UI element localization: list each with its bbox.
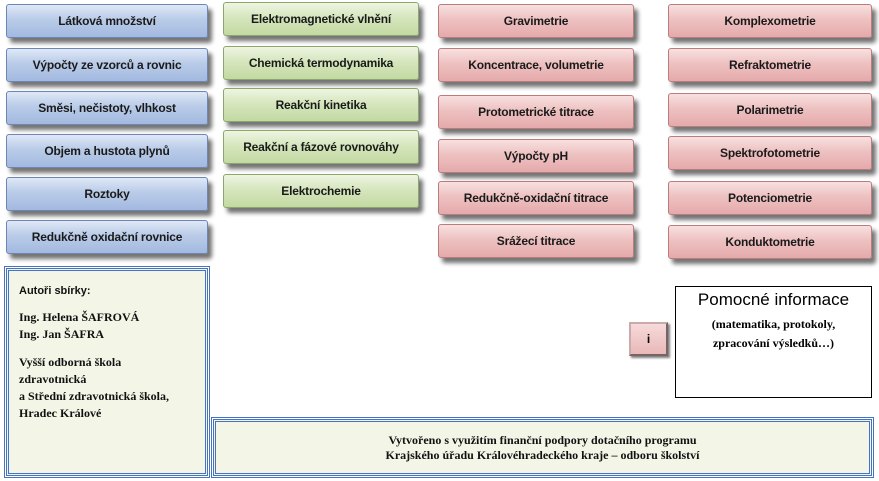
btn-latkova-mnozstvi[interactable]: Látková množství xyxy=(6,4,208,38)
btn-vypocty-ze-vzorcu[interactable]: Výpočty ze vzorců a rovnic xyxy=(6,48,208,82)
school-line: zdravotnická xyxy=(19,372,87,386)
btn-refraktometrie[interactable]: Refraktometrie xyxy=(668,48,872,82)
school-line: Vyšší odborná škola xyxy=(19,355,122,369)
btn-polarimetrie[interactable]: Polarimetrie xyxy=(668,93,872,127)
btn-potenciometrie[interactable]: Potenciometrie xyxy=(668,181,872,215)
btn-konduktometrie[interactable]: Konduktometrie xyxy=(668,225,872,259)
btn-koncentrace-volumetrie[interactable]: Koncentrace, volumetrie xyxy=(438,48,634,82)
help-info-box[interactable]: Pomocné informace (matematika, protokoly… xyxy=(675,286,872,398)
btn-roztoky[interactable]: Roztoky xyxy=(6,177,208,211)
btn-reakcni-kinetika[interactable]: Reakční kinetika xyxy=(223,88,419,122)
btn-elektromagneticke-vlneni[interactable]: Elektromagnetické vlnění xyxy=(223,2,419,36)
btn-redukcne-oxidacni-rovnice[interactable]: Redukčně oxidační rovnice xyxy=(6,220,208,254)
authors-panel: Autoři sbírky: Ing. Helena ŠAFROVÁ Ing. … xyxy=(4,266,210,478)
btn-reakcni-fazove-rovnovahy[interactable]: Reakční a fázové rovnováhy xyxy=(223,130,419,164)
funding-line: Krajského úřadu Královéhradeckého kraje … xyxy=(385,447,700,462)
btn-spektrofotometrie[interactable]: Spektrofotometrie xyxy=(668,136,872,170)
funding-line: Vytvořeno s využitím finanční podpory do… xyxy=(388,432,697,447)
btn-vypocty-ph[interactable]: Výpočty pH xyxy=(438,139,634,173)
btn-elektrochemie[interactable]: Elektrochemie xyxy=(223,174,419,208)
help-info-subtitle: (matematika, protokoly, xyxy=(711,317,836,331)
btn-redukcne-oxidacni-titrace[interactable]: Redukčně-oxidační titrace xyxy=(438,181,634,215)
help-info-title: Pomocné informace xyxy=(697,290,850,309)
btn-objem-hustota-plynu[interactable]: Objem a hustota plynů xyxy=(6,134,208,168)
info-button[interactable]: i xyxy=(629,322,668,356)
btn-chemicka-termodynamika[interactable]: Chemická termodynamika xyxy=(223,46,419,80)
btn-gravimetrie[interactable]: Gravimetrie xyxy=(438,4,634,38)
author-name: Ing. Helena ŠAFROVÁ xyxy=(19,310,140,324)
school-line: Hradec Králové xyxy=(19,406,102,420)
funding-note: Vytvořeno s využitím finanční podpory do… xyxy=(211,417,874,478)
author-name: Ing. Jan ŠAFRA xyxy=(19,327,105,341)
help-info-subtitle: zpracování výsledků…) xyxy=(712,336,834,350)
school-line: a Střední zdravotnická škola, xyxy=(19,389,170,403)
btn-srazeci-titrace[interactable]: Srážecí titrace xyxy=(438,224,634,258)
btn-komplexometrie[interactable]: Komplexometrie xyxy=(668,4,872,38)
authors-heading: Autoři sbírky: xyxy=(19,285,91,297)
btn-protometricke-titrace[interactable]: Protometrické titrace xyxy=(438,95,634,129)
btn-smesi-necistoty[interactable]: Směsi, nečistoty, vlhkost xyxy=(6,91,208,125)
